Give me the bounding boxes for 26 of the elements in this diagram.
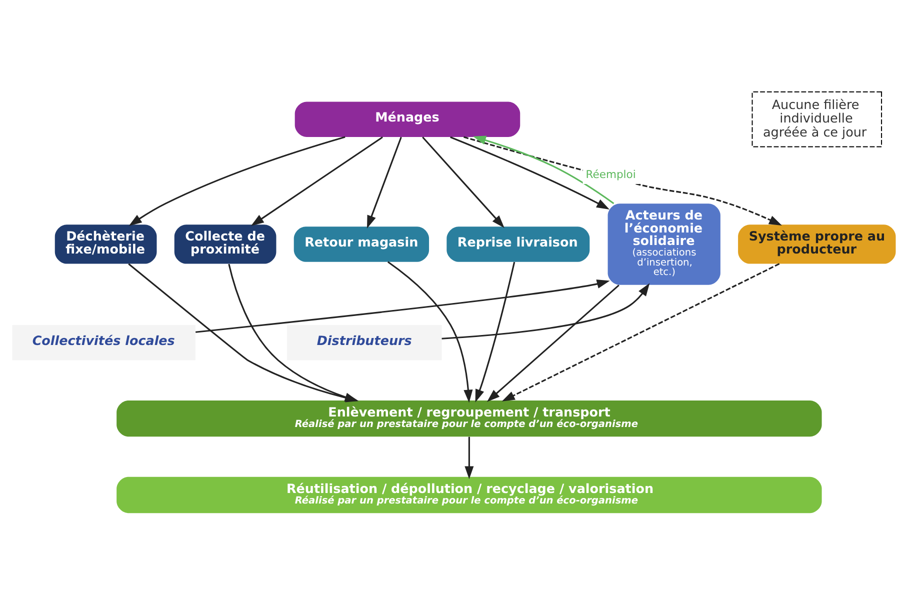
- node-box: Acteurs de l’économie solidaire (associations d’insertion, etc.): [608, 203, 720, 284]
- node-box: Aucune filière individuelle agréée à ce jour: [752, 90, 882, 147]
- arrow: [366, 136, 402, 228]
- arrow: [250, 136, 383, 226]
- arrow: [196, 279, 610, 332]
- node-box: Retour magasin: [294, 226, 430, 262]
- arrow: [128, 136, 346, 226]
- edge-label: Réemploi: [586, 167, 636, 180]
- arrow: [464, 436, 474, 479]
- arrow: [475, 261, 516, 402]
- arrow: [472, 135, 614, 204]
- arrow: [387, 260, 473, 402]
- arrow: [422, 136, 504, 228]
- node-box: Reprise livraison: [446, 226, 590, 262]
- node-box: Déchèterie fixe/mobile: [54, 224, 157, 264]
- arrow: [486, 284, 620, 402]
- arrow: [450, 136, 610, 209]
- node-box: Ménages: [294, 101, 520, 136]
- node-box: Distributeurs: [287, 324, 442, 360]
- node-box: Système propre au producteur: [738, 224, 896, 264]
- node-box: Collectivités locales: [12, 324, 196, 360]
- arrow: [502, 262, 780, 401]
- arrow: [442, 282, 650, 339]
- node-box: Enlèvement / regroupement / transport Réalisé par un prestataire pour le compte d’un éco-organisme: [116, 400, 822, 436]
- node-box: Réutilisation / dépollution / recyclage / valorisation Réalisé par un prestataire pour le compte d’un éco-organisme: [116, 476, 822, 513]
- node-box: Collecte de proximité: [174, 224, 276, 264]
